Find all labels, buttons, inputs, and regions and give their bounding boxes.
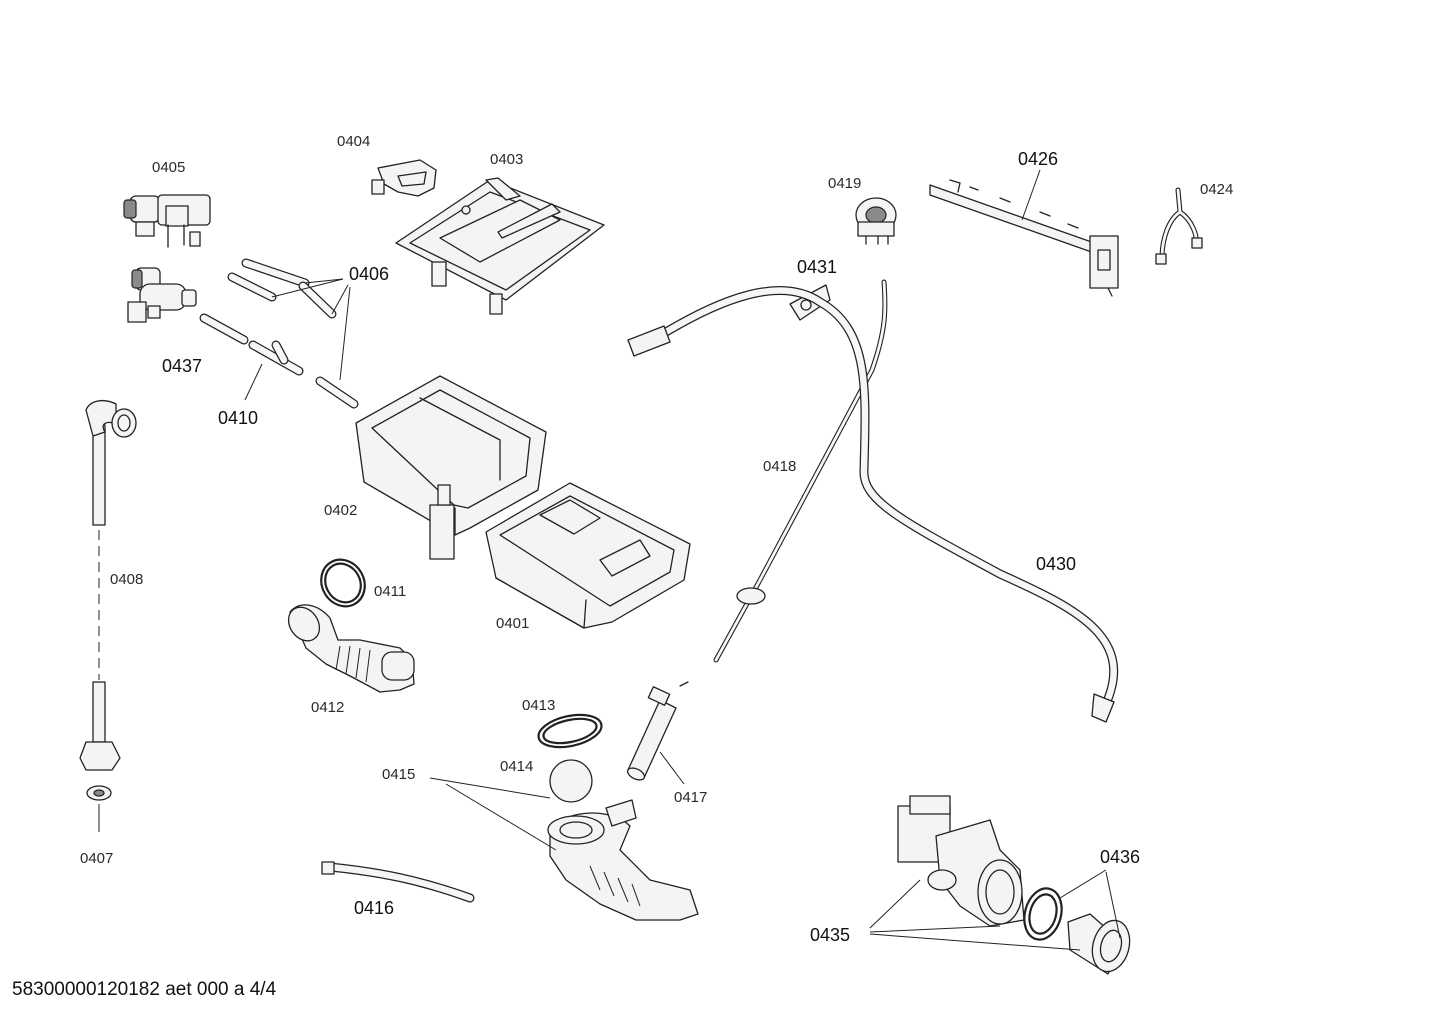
label-0426: 0426 bbox=[1018, 149, 1058, 169]
label-0408: 0408 bbox=[110, 571, 143, 588]
label-0411: 0411 bbox=[374, 583, 406, 600]
part-0424-fork-holder bbox=[1155, 187, 1203, 265]
part-0419-pressure-switch bbox=[855, 197, 897, 245]
part-0418-pressure-tube bbox=[713, 279, 888, 663]
label-0435: 0435 bbox=[810, 925, 850, 945]
label-0415: 0415 bbox=[382, 766, 415, 783]
label-0403: 0403 bbox=[490, 151, 523, 168]
label-0402: 0402 bbox=[324, 502, 357, 519]
label-0410: 0410 bbox=[218, 408, 258, 428]
label-0406: 0406 bbox=[349, 264, 389, 284]
part-0413-ring bbox=[537, 713, 603, 749]
label-0407: 0407 bbox=[80, 850, 113, 867]
label-0416: 0416 bbox=[354, 898, 394, 918]
part-0408-inlet-pipe bbox=[79, 399, 137, 771]
part-0437-inlet-valve-single bbox=[127, 267, 197, 323]
label-0431: 0431 bbox=[797, 257, 837, 277]
document-footer-id: 58300000120182 aet 000 a 4/4 bbox=[12, 979, 277, 1000]
part-0407-washer bbox=[86, 785, 112, 801]
part-labels: 0405 0404 0403 0406 0437 0410 0402 0408 … bbox=[80, 133, 1233, 945]
part-0431-bracket bbox=[789, 284, 831, 321]
label-0419: 0419 bbox=[828, 175, 861, 192]
label-0437: 0437 bbox=[162, 356, 202, 376]
part-0405-inlet-valve-double bbox=[123, 194, 211, 248]
part-0435-drain-pump bbox=[897, 795, 1025, 927]
label-0404: 0404 bbox=[337, 133, 370, 150]
part-0402-dispenser-housing bbox=[355, 375, 547, 560]
label-0424: 0424 bbox=[1200, 181, 1233, 198]
part-0426-rail bbox=[929, 179, 1119, 297]
part-0430-drain-hose bbox=[627, 286, 1119, 723]
part-0412-bellows-hose bbox=[287, 604, 415, 693]
part-0401-detergent-drawer bbox=[485, 482, 691, 629]
label-0412: 0412 bbox=[311, 699, 344, 716]
label-0417: 0417 bbox=[674, 789, 707, 806]
part-0414-ball bbox=[549, 759, 593, 803]
part-0416-hose bbox=[321, 861, 475, 903]
label-0418: 0418 bbox=[763, 458, 796, 475]
part-0403-dispenser-top bbox=[395, 177, 605, 315]
part-0415-sump-hose bbox=[547, 799, 699, 921]
label-0405: 0405 bbox=[152, 159, 185, 176]
part-0417-cylinder bbox=[626, 681, 689, 781]
part-0410-t-hose bbox=[199, 313, 304, 376]
leader-lines bbox=[98, 169, 1121, 951]
part-0411-seal bbox=[320, 558, 366, 608]
label-0401: 0401 bbox=[496, 615, 529, 632]
label-0414: 0414 bbox=[500, 758, 533, 775]
part-0404-clip bbox=[371, 159, 437, 197]
label-0430: 0430 bbox=[1036, 554, 1076, 574]
label-0436: 0436 bbox=[1100, 847, 1140, 867]
label-0413: 0413 bbox=[522, 697, 555, 714]
part-0406-hoses bbox=[227, 258, 359, 409]
part-0436-filter-seal bbox=[1023, 887, 1131, 975]
